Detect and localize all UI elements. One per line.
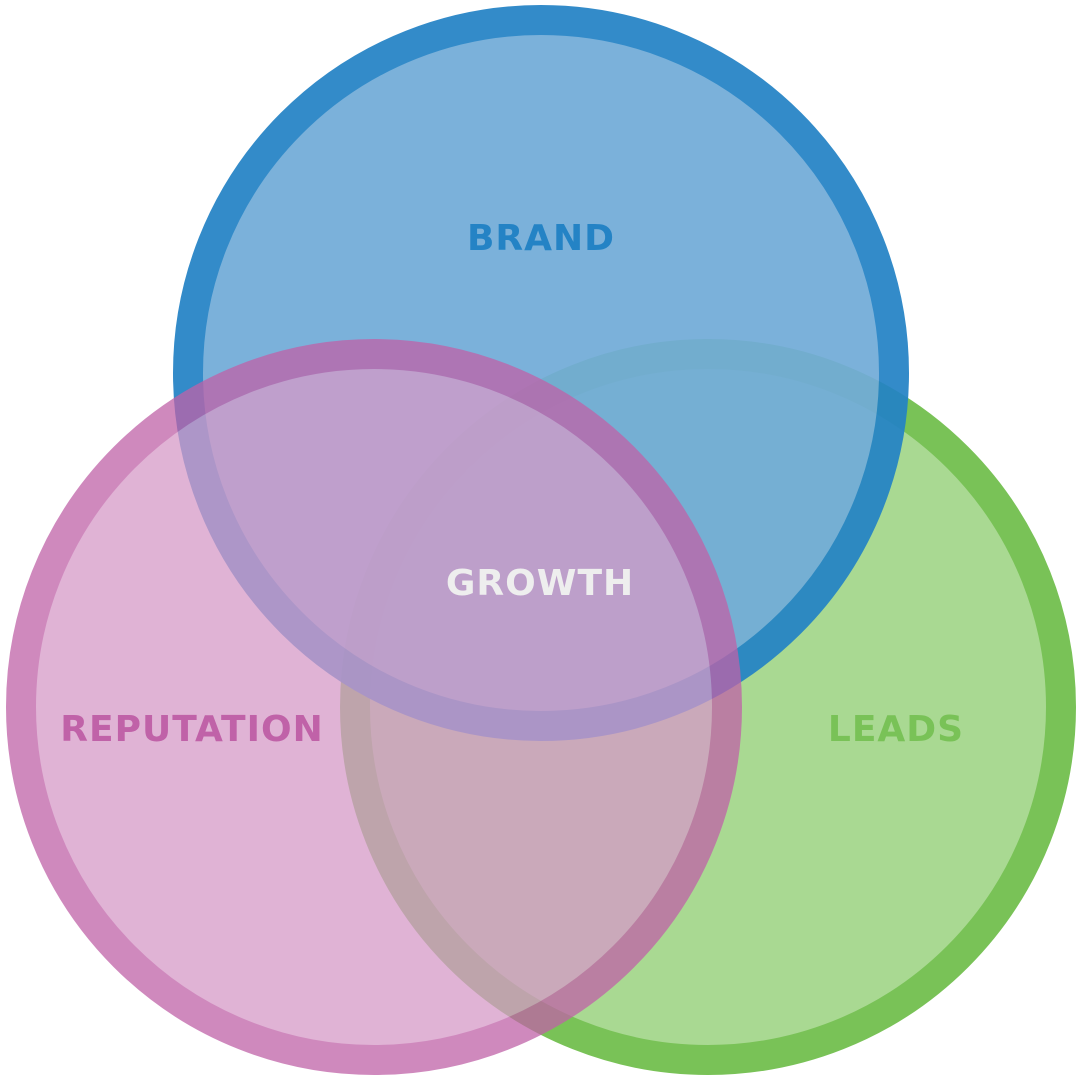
growth-label: GROWTH bbox=[446, 563, 634, 604]
reputation-label: REPUTATION bbox=[60, 709, 323, 750]
leads-label: LEADS bbox=[828, 709, 964, 750]
brand-label: BRAND bbox=[467, 218, 615, 259]
reputation-circle bbox=[6, 339, 742, 1075]
